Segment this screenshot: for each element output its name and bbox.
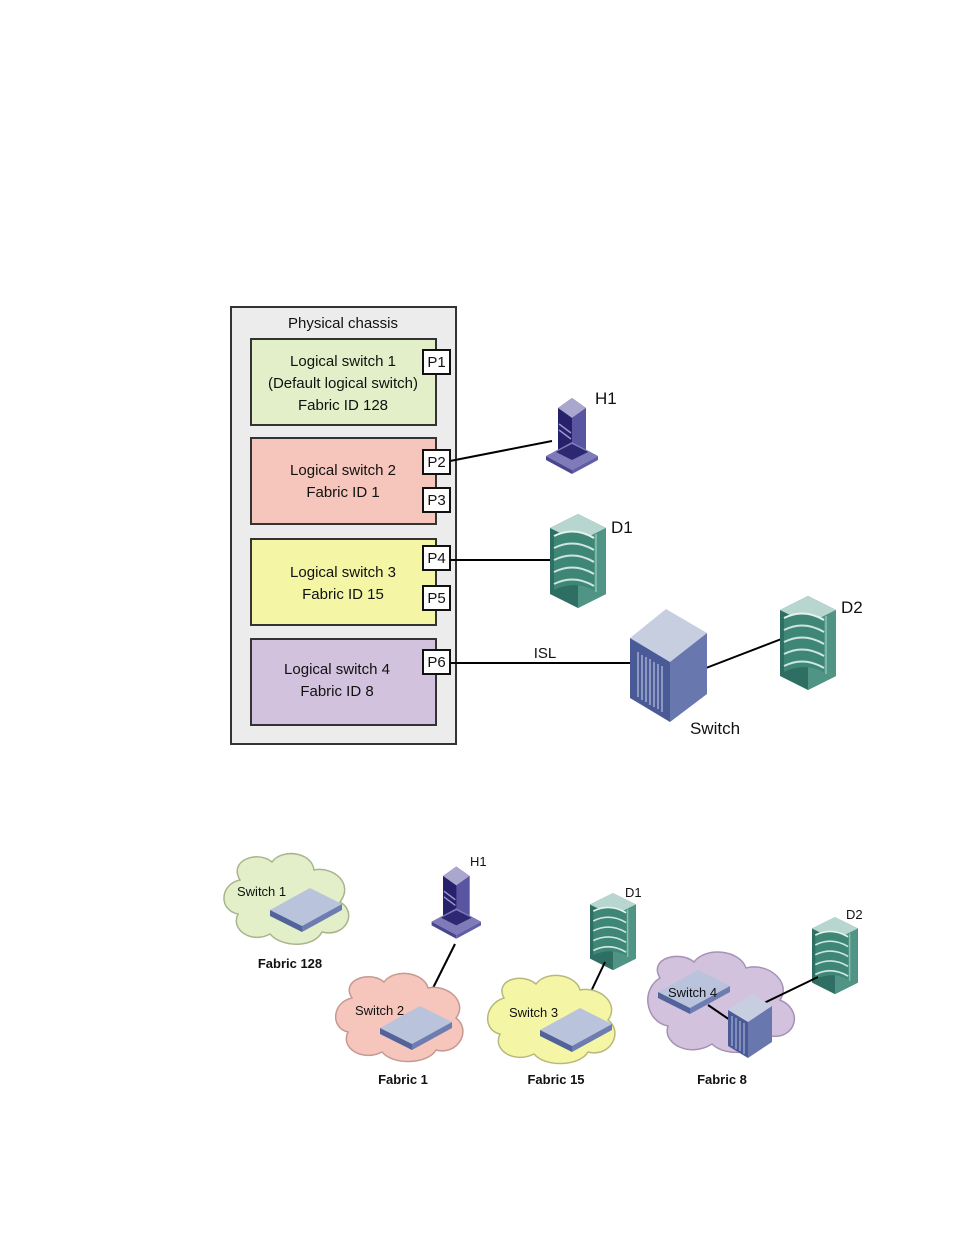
svg-text:P1: P1 [427, 354, 445, 371]
logical-switch-4-name: Logical switch 4 [284, 661, 390, 678]
port-p4: P4 [423, 546, 450, 570]
port-p6: P6 [423, 650, 450, 674]
storage-d2-label: D2 [841, 598, 863, 617]
port-p2: P2 [423, 450, 450, 474]
storage-d2-icon [780, 596, 836, 690]
host-h1-bottom-icon [432, 867, 481, 939]
logical-switch-3 [251, 539, 436, 625]
host-h1-label: H1 [595, 389, 617, 408]
logical-switch-1-fabric: Fabric ID 128 [298, 397, 388, 414]
chassis-title: Physical chassis [288, 315, 398, 332]
storage-d2-bottom-label: D2 [846, 907, 863, 922]
port-p5: P5 [423, 586, 450, 610]
storage-d2-bottom-icon [812, 917, 858, 994]
logical-switch-1-note: (Default logical switch) [268, 375, 418, 392]
fabric-8-label: Fabric 8 [697, 1072, 747, 1087]
logical-switch-2 [251, 438, 436, 524]
isl-label: ISL [534, 645, 557, 662]
storage-d1-label: D1 [611, 518, 633, 537]
fabric-128-label: Fabric 128 [258, 956, 322, 971]
logical-switch-1-name: Logical switch 1 [290, 353, 396, 370]
fabric-15-label: Fabric 15 [527, 1072, 584, 1087]
logical-switch-3-fabric: Fabric ID 15 [302, 586, 384, 603]
storage-d1-bottom-label: D1 [625, 885, 642, 900]
port-p1: P1 [423, 350, 450, 374]
logical-switch-3-name: Logical switch 3 [290, 564, 396, 581]
logical-switch-2-name: Logical switch 2 [290, 462, 396, 479]
svg-text:P5: P5 [427, 590, 445, 607]
switch-4-label: Switch 4 [668, 985, 717, 1000]
host-h1-bottom-label: H1 [470, 854, 487, 869]
logical-switch-2-fabric: Fabric ID 1 [306, 484, 379, 501]
switch-label: Switch [690, 719, 740, 738]
host-h1-icon [546, 398, 598, 474]
storage-d1-bottom-icon [590, 893, 636, 970]
logical-switch-4-fabric: Fabric ID 8 [300, 683, 373, 700]
link-p2-h1 [450, 441, 552, 461]
port-p3: P3 [423, 488, 450, 512]
svg-text:P4: P4 [427, 550, 445, 567]
svg-text:P6: P6 [427, 654, 445, 671]
storage-d1-icon [550, 514, 606, 608]
switch-1-label: Switch 1 [237, 884, 286, 899]
switch-icon [630, 609, 707, 722]
svg-text:P3: P3 [427, 492, 445, 509]
fabric-1-label: Fabric 1 [378, 1072, 428, 1087]
switch-3-label: Switch 3 [509, 1005, 558, 1020]
link-switch-d2 [706, 638, 784, 668]
svg-text:P2: P2 [427, 454, 445, 471]
logical-switch-4 [251, 639, 436, 725]
switch-2-label: Switch 2 [355, 1003, 404, 1018]
